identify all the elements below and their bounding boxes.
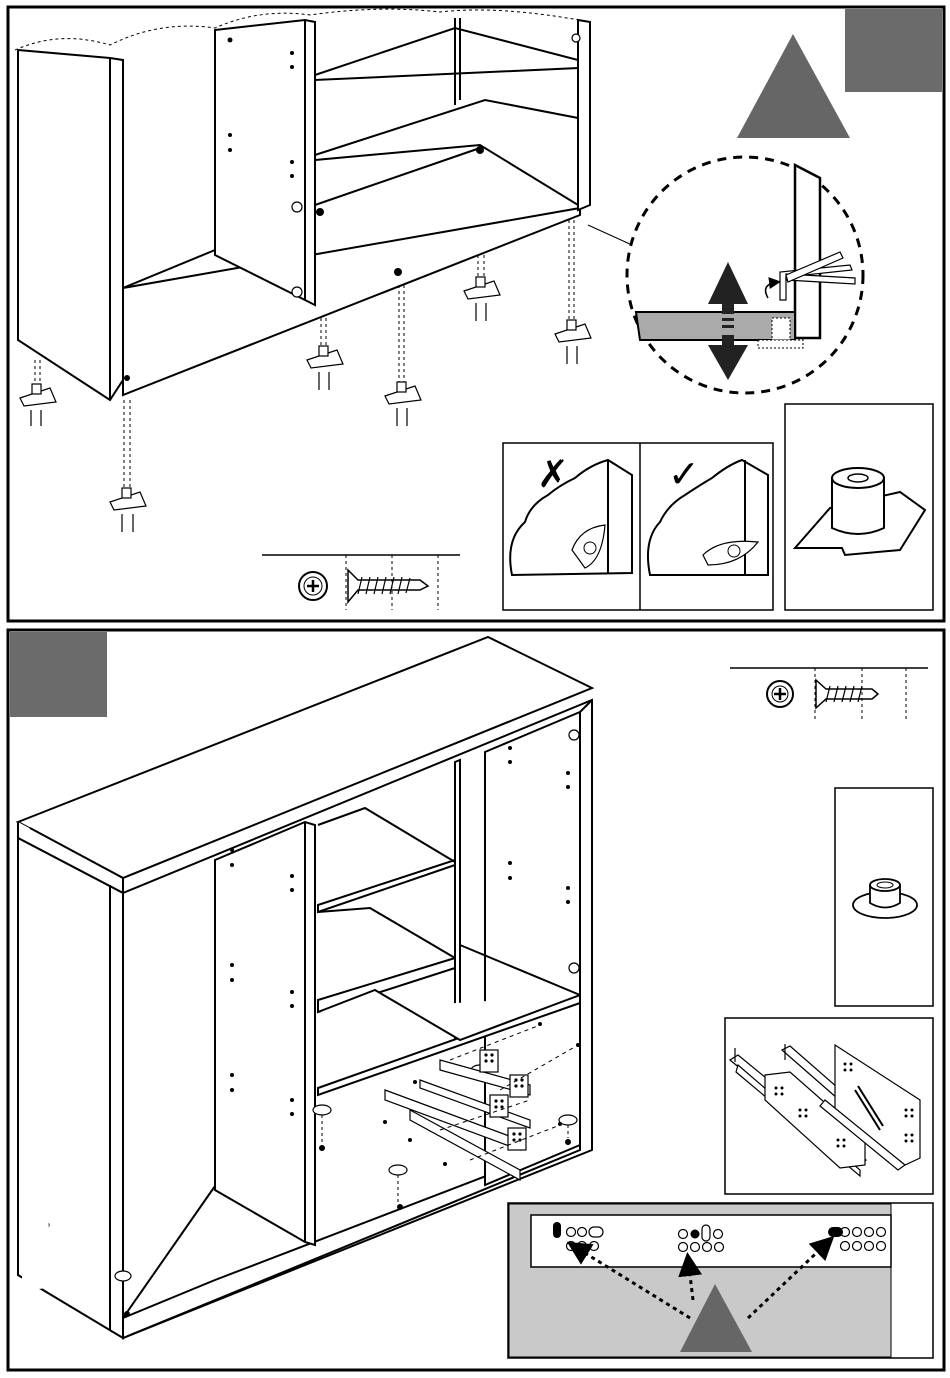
furniture-glide-part — [835, 788, 933, 1006]
step-top-panel: ✗ ✓ — [8, 7, 944, 621]
step-bottom-panel — [8, 630, 944, 1370]
check-mark-icon: ✓ — [668, 452, 700, 496]
step-number-badge — [10, 632, 107, 717]
hole-pattern-detail — [508, 1203, 933, 1358]
adjustable-foot-part — [785, 404, 933, 610]
step-number-badge — [845, 9, 942, 92]
foot-adjust-detail — [627, 157, 863, 393]
drawer-slide-rails-part — [725, 1018, 933, 1194]
foot-orientation-box: ✗ ✓ — [503, 443, 773, 610]
cross-mark-icon: ✗ — [537, 452, 569, 496]
